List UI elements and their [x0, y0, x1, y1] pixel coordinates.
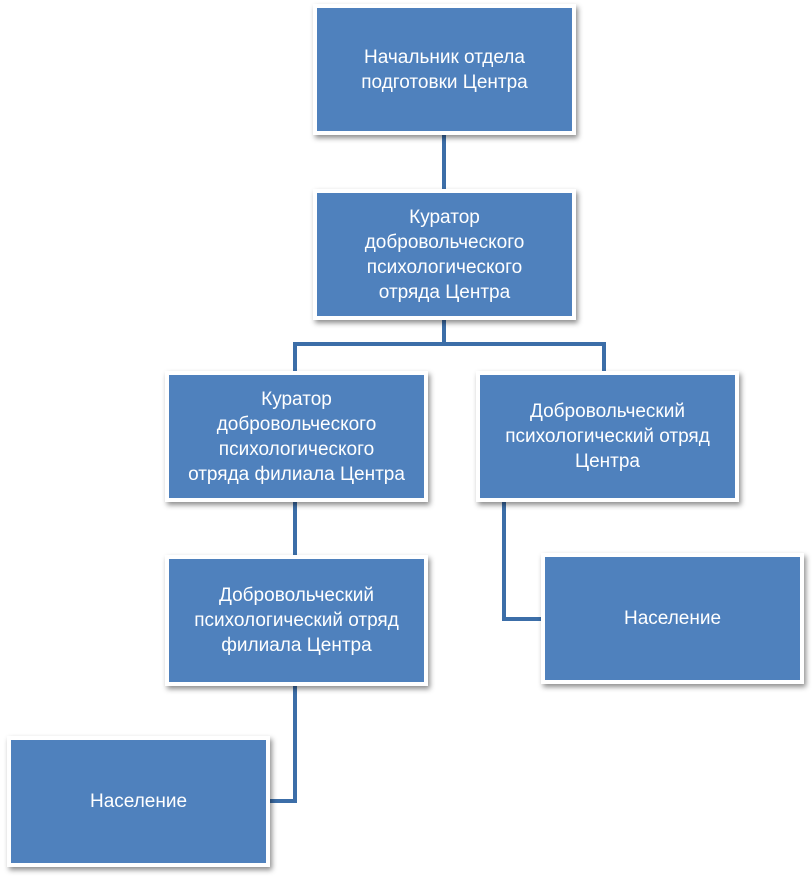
node-volunteer-squad-branch: Добровольческий психологический отряд фи…	[165, 555, 428, 686]
node-population-right: Население	[541, 553, 804, 684]
node-head-of-training-department: Начальник отдела подготовки Центра	[313, 4, 576, 135]
connector-sqbr-to-population	[270, 686, 297, 803]
node-volunteer-squad-center: Добровольческий психологический отряд Це…	[476, 371, 739, 502]
node-population-left: Население	[7, 736, 270, 867]
node-curator-branch: Куратор добровольческого психологическог…	[165, 371, 428, 502]
node-curator-center: Куратор добровольческого психологическог…	[313, 189, 576, 320]
connector-branch-split	[293, 342, 606, 371]
connector-squad-to-population	[502, 502, 541, 621]
